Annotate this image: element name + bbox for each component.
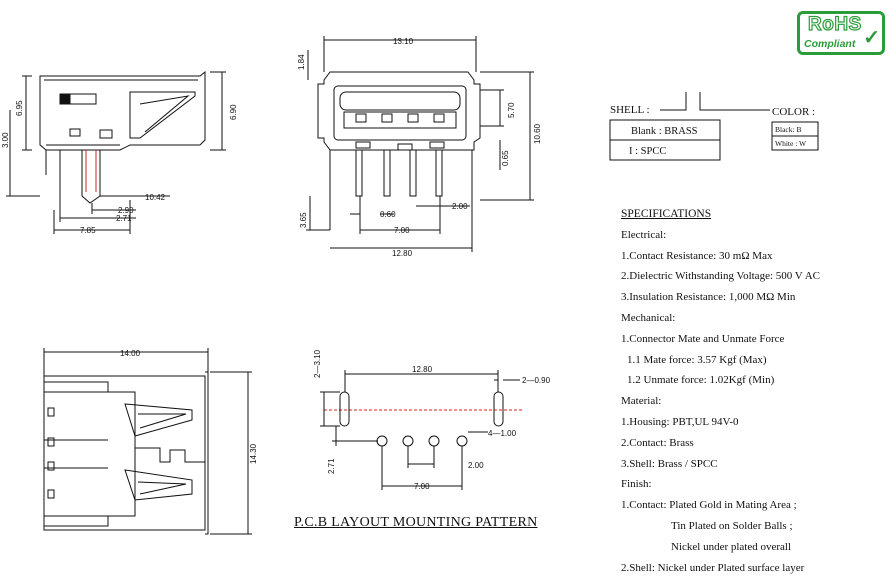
spec-contact-finish-tin: Tin Plated on Solder Balls ; bbox=[671, 519, 793, 532]
shell-i-spcc: I : SPCC bbox=[629, 146, 666, 157]
side-dim-10-42: 10.42 bbox=[145, 193, 166, 202]
front-dim-13-10: 13.10 bbox=[393, 37, 414, 46]
spec-shell-finish: 2.Shell: Nickel under Plated surface lay… bbox=[621, 561, 805, 574]
spec-dielectric-voltage: 2.Dielectric Withstanding Voltage: 500 V… bbox=[621, 270, 820, 283]
spec-contact-finish: 1.Contact: Plated Gold in Mating Area ; bbox=[621, 499, 797, 512]
front-dim-0-60: 0.60 bbox=[380, 210, 396, 219]
pcb-layout: 2—3.10 12.80 2—0.90 4—1.00 2.71 2.00 7.0… bbox=[313, 349, 551, 491]
specs-finish-heading: Finish: bbox=[621, 478, 652, 491]
spec-contact-finish-nickel: Nickel under plated overall bbox=[671, 540, 792, 553]
side-dim-6-95: 6.95 bbox=[15, 100, 24, 116]
spec-unmate-force: 1.2 Unmate force: 1.02Kgf (Min) bbox=[627, 374, 775, 387]
front-dim-1-84: 1.84 bbox=[297, 54, 306, 70]
side-dim-3-00: 3.00 bbox=[1, 132, 10, 148]
specs-electrical-heading: Electrical: bbox=[621, 228, 667, 241]
side-dim-7-85: 7.85 bbox=[80, 226, 96, 235]
front-dim-10-60: 10.60 bbox=[533, 123, 542, 144]
spec-insulation-resistance: 3.Insulation Resistance: 1,000 MΩ Min bbox=[621, 291, 796, 304]
rohs-logo: RoHS Compliant ✓ bbox=[797, 11, 885, 55]
side-dim-6-90: 6.90 bbox=[229, 104, 238, 120]
front-view: 13.10 1.84 5.70 10.60 0.65 3.65 0.60 2.0… bbox=[297, 36, 542, 258]
spec-mate-unmate: 1.Connector Mate and Unmate Force bbox=[621, 332, 785, 345]
specs-material-heading: Material: bbox=[621, 395, 662, 408]
rohs-logo-text: RoHS bbox=[807, 13, 862, 35]
front-dim-3-65: 3.65 bbox=[299, 212, 308, 228]
pcb-dim-2-0-90: 2—0.90 bbox=[522, 376, 551, 385]
specs-title: SPECIFICATIONS bbox=[621, 208, 712, 220]
spec-shell-material: 3.Shell: Brass / SPCC bbox=[621, 457, 718, 470]
color-white: White : W bbox=[775, 139, 807, 148]
pcb-dim-2-00: 2.00 bbox=[468, 461, 484, 470]
rohs-logo-subtext: Compliant bbox=[804, 38, 856, 50]
spec-housing: 1.Housing: PBT,UL 94V-0 bbox=[621, 415, 739, 428]
front-dim-12-80: 12.80 bbox=[392, 249, 413, 258]
specs-mechanical-heading: Mechanical: bbox=[621, 311, 676, 324]
side-dim-2-90: 2.90 bbox=[118, 206, 134, 215]
spec-contact-material: 2.Contact: Brass bbox=[621, 436, 694, 449]
specifications-block: SPECIFICATIONS Electrical: 1.Contact Res… bbox=[621, 204, 891, 578]
front-dim-5-70: 5.70 bbox=[507, 102, 516, 118]
pcb-dim-2-3-10: 2—3.10 bbox=[313, 349, 322, 378]
shell-label: SHELL : bbox=[610, 104, 650, 116]
checkmark-icon: ✓ bbox=[863, 27, 880, 49]
color-label: COLOR : bbox=[772, 106, 815, 118]
side-view: 6.95 3.00 6.90 10.42 2.90 2.71 7.85 bbox=[1, 70, 238, 235]
front-dim-7-00: 7.00 bbox=[394, 226, 410, 235]
pcb-dim-7-00: 7.00 bbox=[414, 482, 430, 491]
color-black: Black: B bbox=[775, 125, 801, 134]
pcb-layout-title: P.C.B LAYOUT MOUNTING PATTERN bbox=[294, 515, 538, 530]
side-dim-2-71: 2.71 bbox=[116, 214, 132, 223]
top-dim-14-30: 14.30 bbox=[249, 443, 258, 464]
spec-mate-force: 1.1 Mate force: 3.57 Kgf (Max) bbox=[627, 353, 767, 366]
top-dim-14-00: 14.00 bbox=[120, 349, 141, 358]
shell-blank-brass: Blank : BRASS bbox=[631, 126, 698, 137]
pcb-dim-12-80: 12.80 bbox=[412, 365, 433, 374]
options-table: SHELL : COLOR : Blank : BRASS I : SPCC B… bbox=[609, 92, 819, 161]
spec-contact-resistance: 1.Contact Resistance: 30 mΩ Max bbox=[621, 249, 773, 262]
pcb-dim-2-71: 2.71 bbox=[327, 458, 336, 474]
front-dim-0-65: 0.65 bbox=[501, 150, 510, 166]
front-dim-2-00: 2.00 bbox=[452, 202, 468, 211]
pcb-dim-4-1-00: 4—1.00 bbox=[488, 429, 517, 438]
top-view: 14.00 14.30 bbox=[43, 348, 258, 535]
